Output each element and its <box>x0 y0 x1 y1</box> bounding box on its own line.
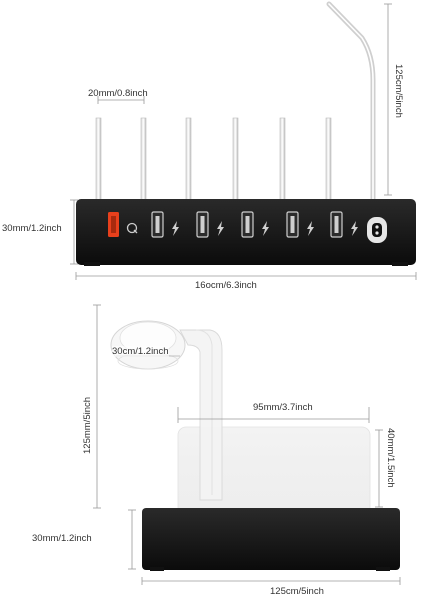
bolt-icon <box>262 221 269 236</box>
foot-right <box>392 262 408 266</box>
foot-left <box>84 262 100 266</box>
charging-pins <box>95 117 332 203</box>
bolt-icon <box>351 221 358 236</box>
pin-4 <box>232 117 239 203</box>
base-body <box>142 508 400 570</box>
bolt-icon <box>172 221 179 236</box>
base-foot-right <box>376 567 390 571</box>
pin-6 <box>325 117 332 203</box>
usb-port-4 <box>286 211 314 238</box>
holder-width-label: 30cm/1.2inch <box>112 346 169 357</box>
pin-2 <box>140 117 147 203</box>
base-height-label: 30mm/1.2inch <box>32 533 92 544</box>
base-width-label: 125cm/5inch <box>270 586 324 597</box>
bolt-icon <box>217 221 224 236</box>
pin-gap-label: 20mm/0.8inch <box>88 88 148 99</box>
usb-port-2 <box>196 211 224 238</box>
charger-width-label: 16ocm/6.3inch <box>195 280 257 291</box>
slot-height-label: 40mm/1.5inch <box>385 428 396 488</box>
bolt-icon <box>307 221 314 236</box>
usb-port-1 <box>151 211 179 238</box>
bottom-dimension-lines <box>93 304 401 585</box>
usb-port-5 <box>330 211 358 238</box>
watch-holder-rod <box>326 1 376 205</box>
pin-1 <box>95 117 102 203</box>
base-foot-left <box>150 567 164 571</box>
pin-5 <box>279 117 286 203</box>
slot-width-label: 95mm/3.7inch <box>253 402 313 413</box>
holder-height-label: 125cm/5inch <box>393 64 404 118</box>
pin-3 <box>185 117 192 203</box>
quick-charge-icon <box>126 222 138 234</box>
usb-ports <box>151 211 358 238</box>
total-height-label: 125mm/5inch <box>82 396 93 454</box>
charger-height-label: 30mm/1.2inch <box>2 223 62 234</box>
top-dimension-lines <box>70 3 417 280</box>
usb-port-3 <box>241 211 269 238</box>
